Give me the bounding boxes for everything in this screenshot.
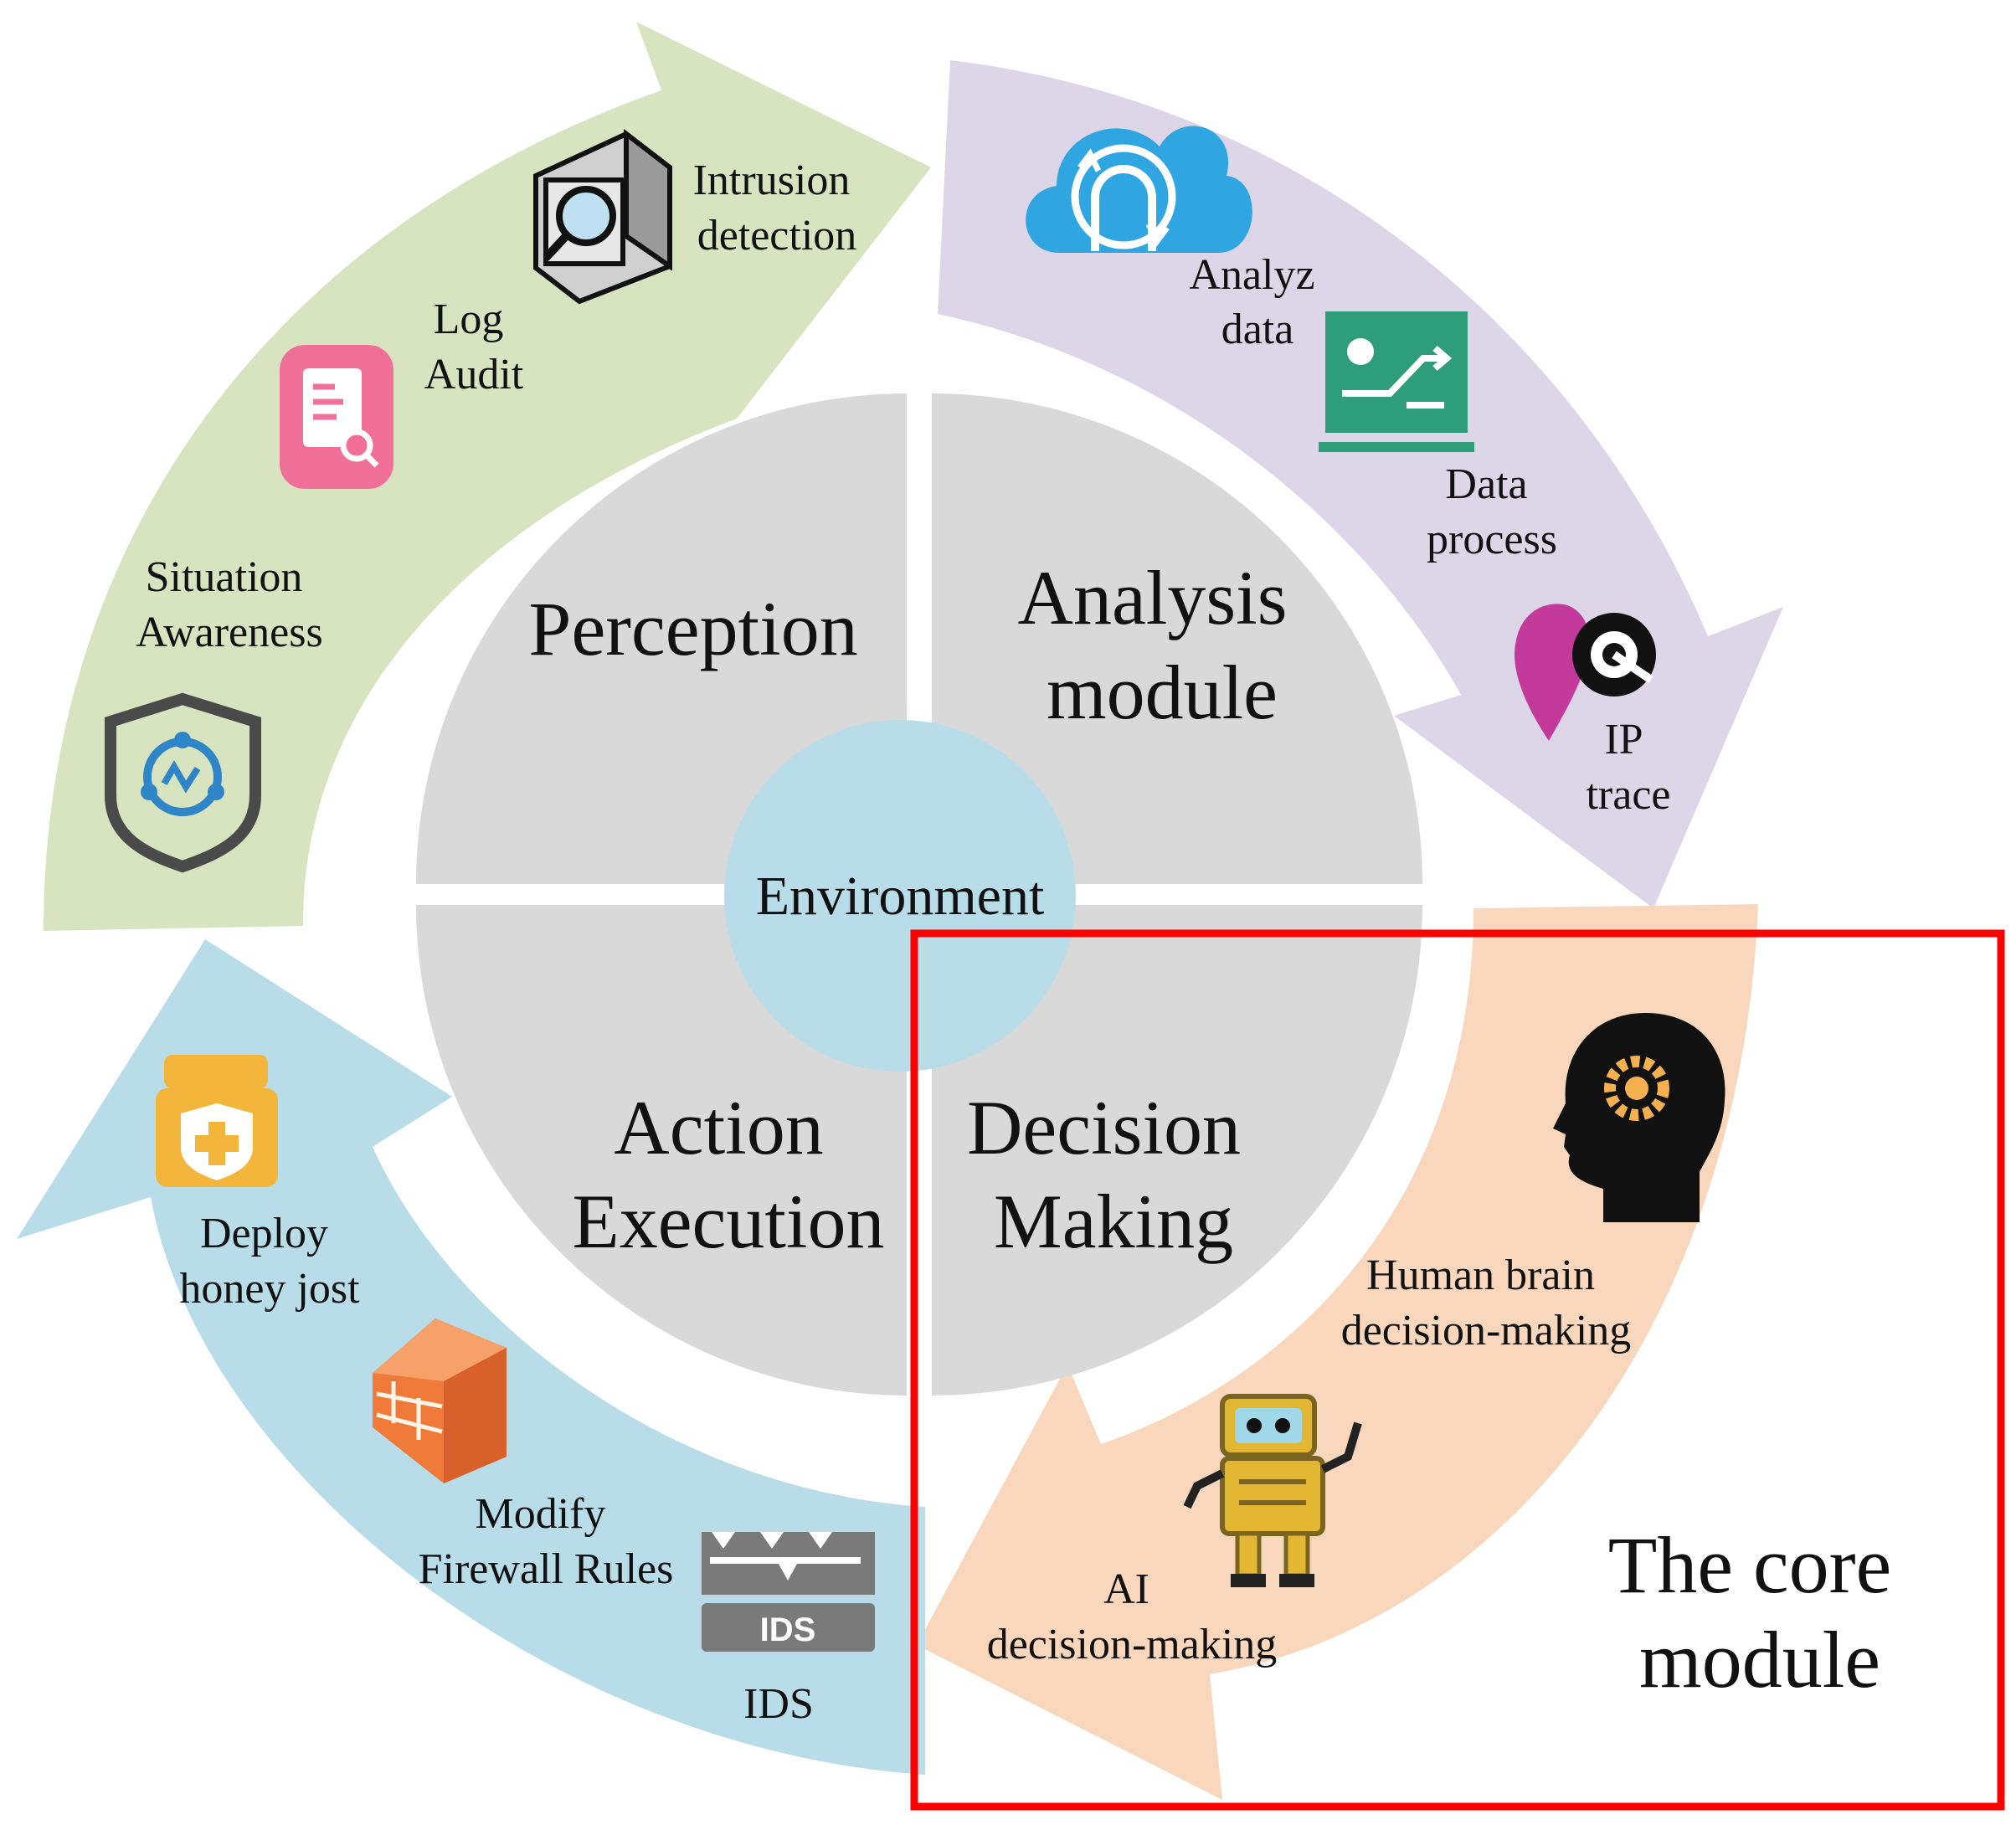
perception-title: Perception xyxy=(528,586,857,671)
decision-arrow xyxy=(917,904,1758,1800)
decision-title: Decision Making xyxy=(967,1085,1260,1264)
situation-awareness-label: Situation Awareness xyxy=(136,553,322,656)
intrusion-detection-label: Intrusion detection xyxy=(693,157,861,260)
honeypot-icon xyxy=(156,1055,278,1187)
ip-trace-icon xyxy=(1515,604,1656,741)
analysis-quadrant xyxy=(932,393,1422,884)
decision-quadrant xyxy=(932,905,1422,1396)
honeypot-label: Deploy honey jost xyxy=(179,1210,360,1313)
core-module-label: The core module xyxy=(1608,1520,1911,1704)
log-audit-icon xyxy=(280,345,393,489)
ip-trace-label: IP trace xyxy=(1586,716,1670,819)
perception-quadrant xyxy=(416,393,907,884)
firewall-icon xyxy=(373,1319,507,1483)
human-brain-label: Human brain decision-making xyxy=(1341,1252,1632,1355)
ids-icon: IDS xyxy=(702,1532,875,1652)
analyz-data-label: Analyz data xyxy=(1189,251,1325,353)
perception-arrow xyxy=(44,22,931,931)
cloud-analysis-icon xyxy=(1026,126,1252,253)
human-brain-icon xyxy=(1553,1013,1725,1222)
data-process-label: Data process xyxy=(1427,460,1557,563)
intrusion-detection-icon xyxy=(533,128,672,305)
environment-label: Environment xyxy=(756,866,1045,927)
core-module-box xyxy=(910,929,2005,1811)
situation-awareness-icon xyxy=(105,692,261,873)
ids-badge-text: IDS xyxy=(760,1612,816,1648)
action-title: Action Execution xyxy=(573,1085,885,1264)
log-audit-label: Log Audit xyxy=(424,296,524,398)
robot-icon xyxy=(1183,1394,1362,1587)
firewall-label: Modify Firewall Rules xyxy=(419,1490,674,1593)
data-process-icon xyxy=(1319,311,1474,452)
ai-decision-label: AI decision-making xyxy=(987,1565,1278,1668)
analysis-title: Analysis module xyxy=(1018,555,1307,735)
environment-circle xyxy=(724,720,1076,1072)
ids-label: IDS xyxy=(743,1680,814,1728)
